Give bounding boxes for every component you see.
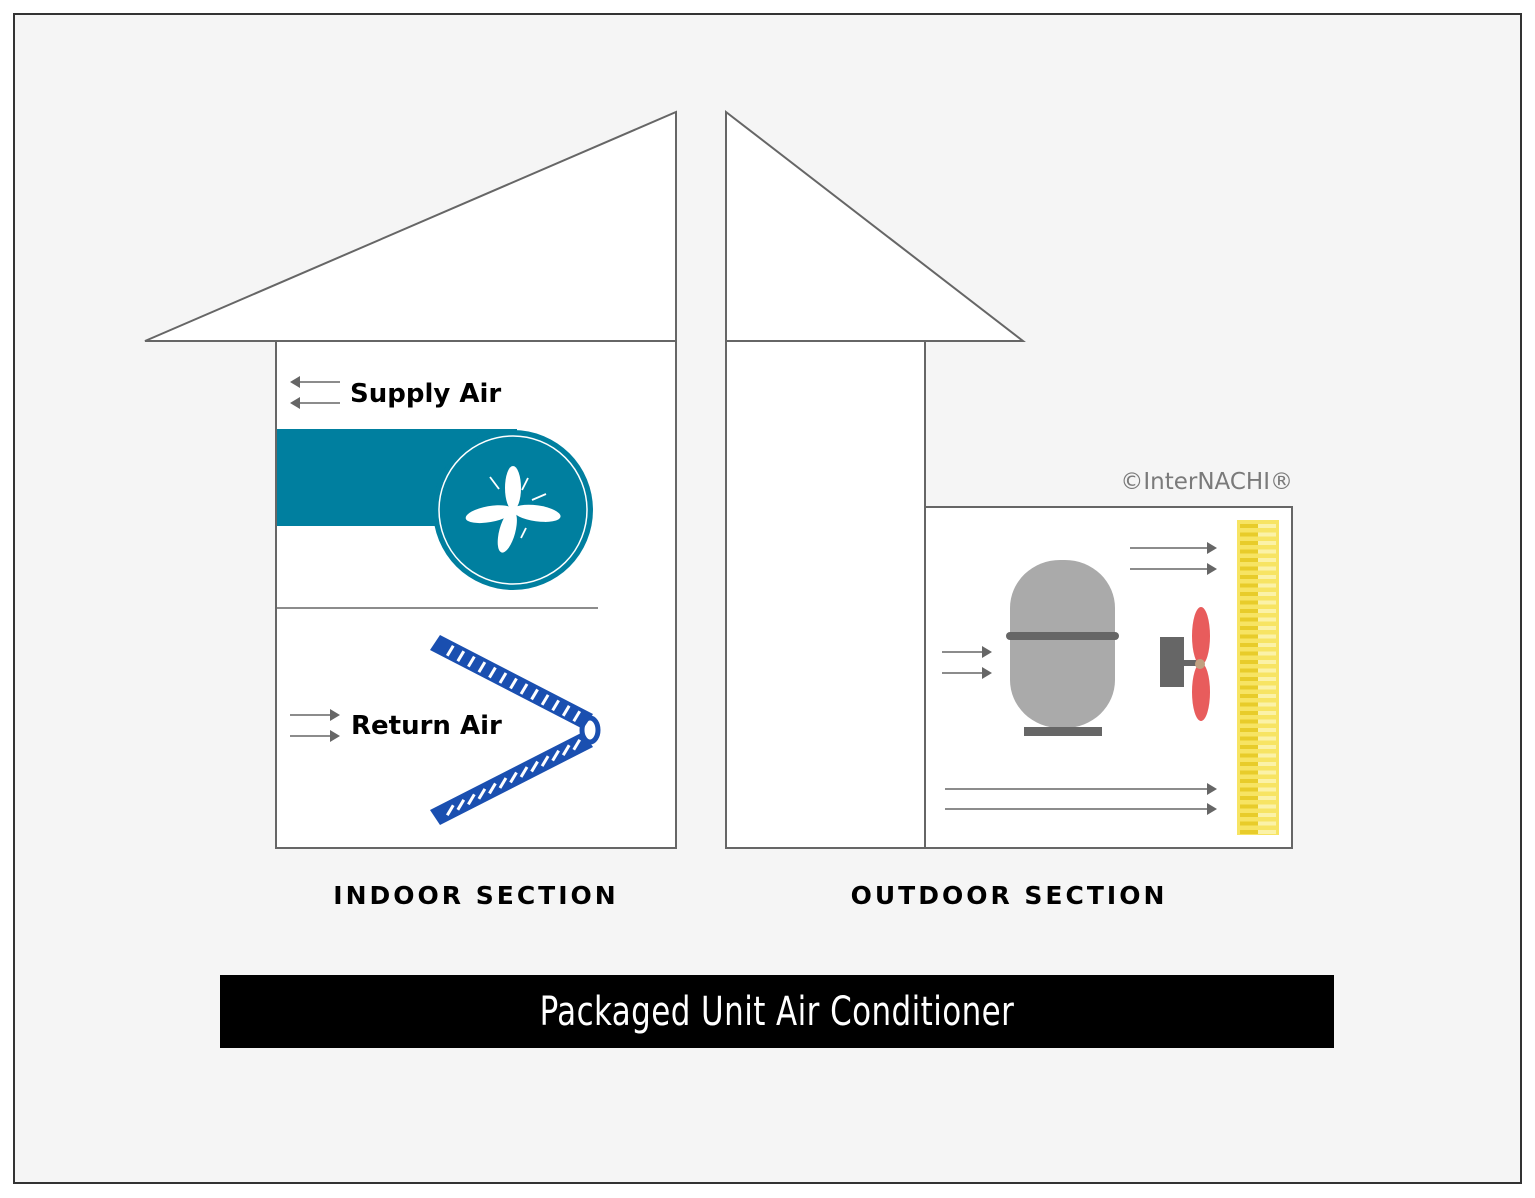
arrow-right-icon <box>290 709 340 742</box>
title-bar: Packaged Unit Air Conditioner <box>220 975 1334 1048</box>
supply-air-label: Supply Air <box>350 379 501 409</box>
diagram-title: Packaged Unit Air Conditioner <box>539 988 1015 1035</box>
arrow-left-icon <box>290 376 340 409</box>
outdoor-section: ©InterNACHI® <box>725 109 1293 910</box>
outdoor-column <box>725 340 926 849</box>
indoor-section-label: INDOOR SECTION <box>333 881 618 910</box>
evaporator-coil-icon <box>430 635 601 825</box>
watermark: ©InterNACHI® <box>1120 469 1293 495</box>
return-air-label: Return Air <box>351 711 502 741</box>
indoor-cabinet <box>275 340 677 849</box>
blower-ring <box>438 435 588 585</box>
outdoor-section-label: OUTDOOR SECTION <box>851 881 1168 910</box>
indoor-section: Supply Air <box>144 110 677 910</box>
condenser-coil-icon <box>1237 520 1279 835</box>
compressor-icon <box>1006 560 1119 736</box>
arrow-right-icon <box>942 542 1217 815</box>
condenser-fan-icon <box>1160 607 1210 721</box>
blower-fan-icon <box>277 429 593 590</box>
